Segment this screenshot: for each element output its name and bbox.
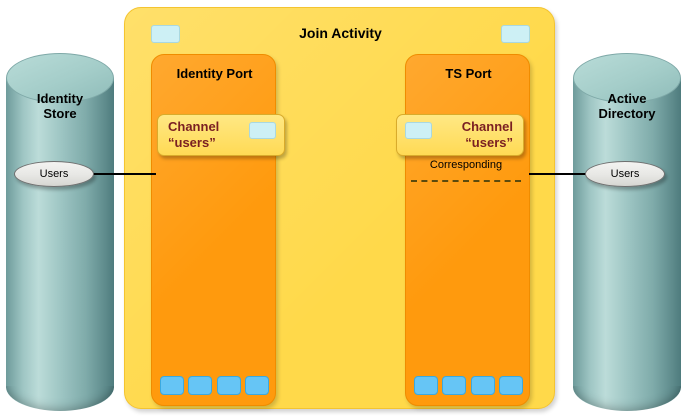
datastore-identity-store[interactable]: Identity Store: [6, 53, 114, 411]
cylinder-top: [6, 53, 114, 103]
port-ts-chip-row: [414, 376, 523, 395]
datastore-label-line2: Store: [43, 106, 77, 121]
cylinder-body: [6, 78, 114, 388]
join-activity-title: Join Activity: [299, 25, 382, 41]
cylinder-top: [573, 53, 681, 103]
channel-line1: Channel: [461, 119, 513, 134]
port-chip-icon[interactable]: [160, 376, 184, 395]
entity-users-right[interactable]: Users: [585, 161, 665, 187]
port-chip-icon[interactable]: [470, 376, 495, 395]
port-chip-icon[interactable]: [414, 376, 438, 395]
channel-line2: “users”: [465, 135, 513, 150]
datastore-active-directory[interactable]: Active Directory: [573, 53, 681, 411]
cylinder-body: [573, 78, 681, 388]
corresponding-dashed-link: [411, 180, 521, 182]
datastore-label-line1: Active: [607, 91, 647, 106]
channel-line2: “users”: [168, 135, 216, 150]
port-identity[interactable]: Identity Port: [151, 54, 276, 406]
port-chip-icon[interactable]: [244, 376, 269, 395]
datastore-label-line2: Directory: [598, 106, 656, 121]
port-chip-icon[interactable]: [498, 376, 523, 395]
channel-line1: Channel: [168, 119, 220, 134]
port-identity-title: Identity Port: [176, 66, 253, 81]
channel-users-identity-text: Channel “users”: [168, 119, 253, 151]
corresponding-label: Corresponding: [429, 159, 503, 171]
port-ts-title: TS Port: [445, 66, 492, 81]
port-chip-icon[interactable]: [188, 376, 213, 395]
channel-users-ts[interactable]: Channel “users”: [396, 114, 524, 156]
note-tab-icon-right: [501, 25, 530, 43]
port-identity-chip-row: [160, 376, 269, 395]
channel-port-chip-icon: [249, 122, 276, 139]
port-chip-icon[interactable]: [216, 376, 241, 395]
entity-users-right-label: Users: [610, 168, 640, 180]
channel-users-identity[interactable]: Channel “users”: [157, 114, 285, 156]
connector-identity-store-to-channel: [93, 173, 156, 175]
datastore-label-line1: Identity: [36, 91, 84, 106]
connector-channel-to-active-directory: [529, 173, 587, 175]
channel-users-ts-text: Channel “users”: [428, 119, 513, 151]
port-ts[interactable]: TS Port: [405, 54, 530, 406]
port-chip-icon[interactable]: [442, 376, 467, 395]
entity-users-left[interactable]: Users: [14, 161, 94, 187]
join-activity-container[interactable]: Join Activity Identity Port Channel “use…: [124, 7, 555, 409]
channel-port-chip-icon: [405, 122, 432, 139]
note-tab-icon-left: [151, 25, 180, 43]
entity-users-left-label: Users: [39, 168, 69, 180]
